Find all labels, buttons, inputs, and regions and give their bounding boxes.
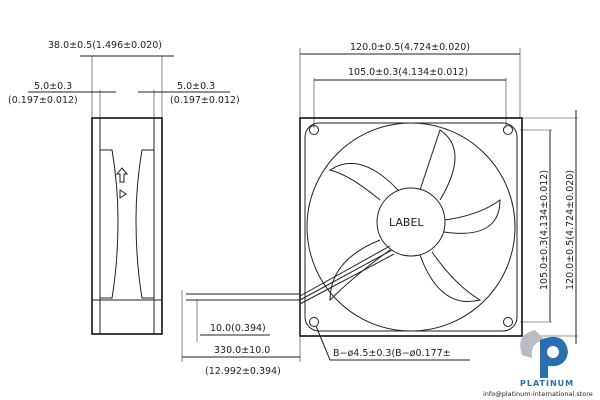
- contact-email: info@platinum-international.store: [483, 390, 593, 398]
- lead-wire-dims: 10.0(0.394) 330.0±10.0 (12.992±0.394): [181, 290, 301, 377]
- lead-wires: [299, 245, 395, 305]
- strip-length-dim: 10.0(0.394): [210, 323, 266, 334]
- hole-spacing-height-dim: 105.0±0.3(4.134±0.012): [539, 170, 550, 290]
- rotation-arrow-icon: [119, 189, 127, 199]
- hub-label: LABEL: [389, 216, 424, 229]
- fan-blades: [328, 129, 501, 302]
- left-flange-mm: 5.0±0.3: [34, 81, 72, 92]
- left-flange-in: (0.197±0.012): [8, 95, 78, 106]
- right-flange-mm: 5.0±0.3: [177, 81, 215, 92]
- overall-width-dim: 120.0±0.5(4.724±0.020): [350, 42, 470, 53]
- wire-length-mm: 330.0±10.0: [214, 345, 270, 356]
- platinum-logo: PLATINUM info@platinum-international.sto…: [483, 330, 593, 398]
- hub: [376, 187, 446, 257]
- mounting-holes: [309, 125, 513, 327]
- overall-height-dim: 120.0±0.5(4.724±0.020): [565, 170, 576, 290]
- hole-spacing-width-dim: 105.0±0.3(4.134±0.012): [348, 67, 468, 78]
- airflow-arrow-icon: [115, 167, 129, 183]
- side-view: 38.0±0.5(1.496±0.020) 5.0±0.3 (0.197±0.0…: [8, 40, 240, 335]
- mounting-hole-dim: B−ø4.5±0.3(B−ø0.177±: [333, 348, 451, 359]
- wire-length-in: (12.992±0.394): [205, 366, 281, 377]
- fan-opening: [306, 122, 516, 332]
- side-width-dim: 38.0±0.5(1.496±0.020): [48, 40, 162, 51]
- right-flange-in: (0.197±0.012): [170, 95, 240, 106]
- brand-name: PLATINUM: [520, 379, 574, 388]
- front-view: 120.0±0.5(4.724±0.020) 105.0±0.3(4.134±0…: [186, 42, 578, 361]
